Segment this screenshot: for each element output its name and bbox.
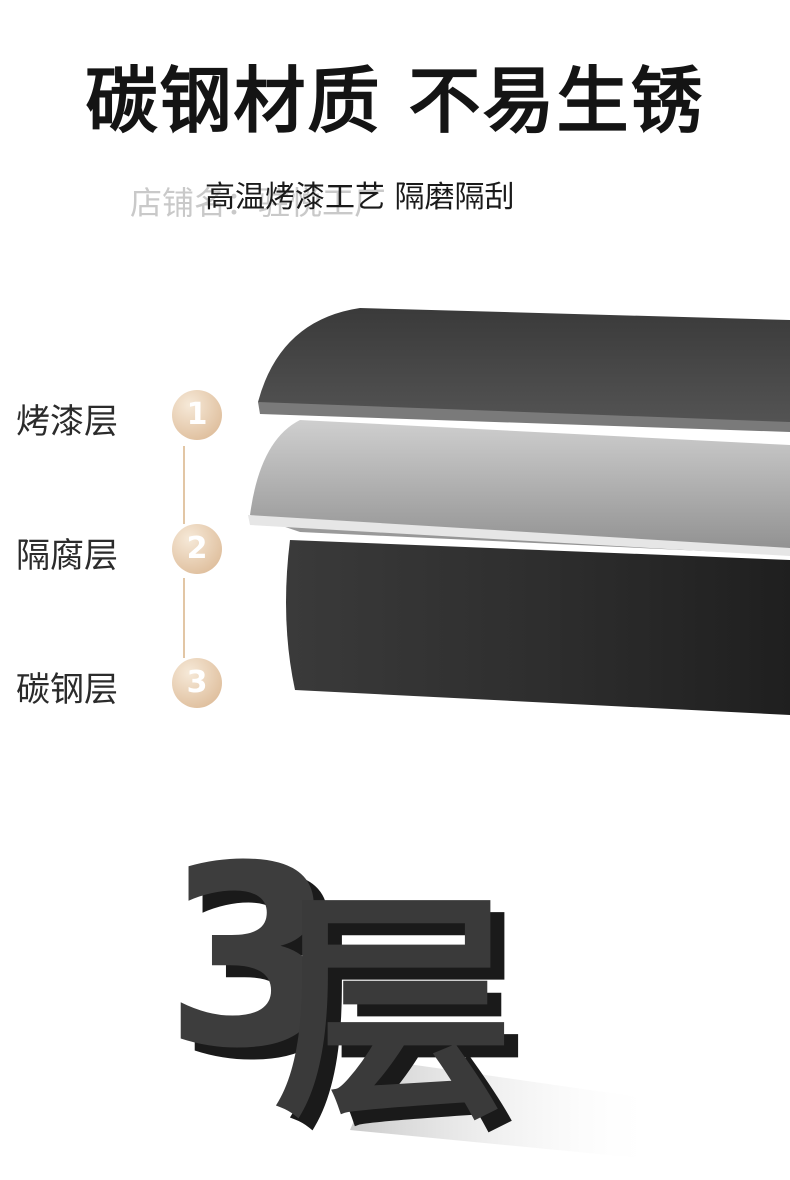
3d-layer-count-graphic: 3 层 3 层	[164, 812, 660, 1160]
big-char-shadow: 层	[288, 883, 528, 1160]
big-digit-shadow: 3	[178, 824, 352, 1115]
layer-cross-section-image	[248, 308, 790, 715]
layer-number-badge: 3	[172, 658, 222, 708]
big-digit: 3	[164, 812, 338, 1103]
layer-label: 碳钢层	[16, 670, 118, 710]
watermark-text: 店铺名：驻悦工厂	[130, 184, 387, 222]
layer-label: 隔腐层	[16, 536, 118, 576]
layer-number-badge: 2	[172, 524, 222, 574]
layer-label: 烤漆层	[16, 402, 118, 442]
big-char: 层	[274, 871, 514, 1151]
headline: 碳钢材质 不易生锈	[85, 59, 705, 143]
layer-connector-line	[183, 446, 185, 524]
subtitle: 高温烤漆工艺 隔磨隔刮	[205, 180, 515, 215]
layer-number-badge: 1	[172, 390, 222, 440]
layer-connector-line	[183, 578, 185, 658]
